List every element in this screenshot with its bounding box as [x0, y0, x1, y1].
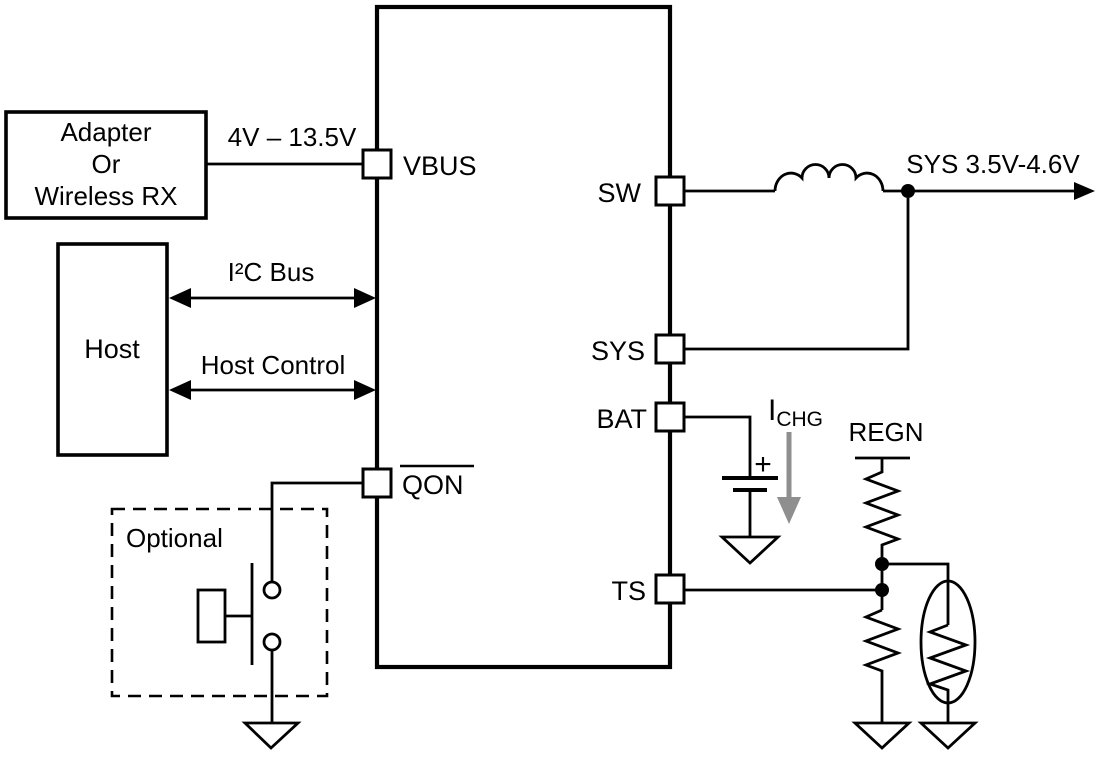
optional-pushbutton-section: Optional: [110, 507, 329, 723]
i2c-bus-connection: I²C Bus: [169, 257, 376, 308]
battery-icon: +: [722, 448, 778, 537]
adapter-label-line1: Adapter: [60, 117, 151, 147]
bat-pin: [654, 401, 686, 433]
arrowhead-right-icon: [354, 288, 376, 308]
sw-pin: [654, 175, 686, 207]
adapter-block: Adapter Or Wireless RX: [4, 110, 208, 220]
thermistor-icon: [919, 579, 977, 723]
ground-icon: [917, 721, 979, 750]
ground-icon: [718, 535, 782, 565]
thermistor-branch-wire: [882, 562, 950, 625]
junction-dot: [901, 184, 915, 198]
battery-plus-label: +: [754, 448, 772, 481]
host-box: [56, 242, 169, 457]
regn-label: REGN: [848, 417, 923, 447]
qon-wire: [270, 481, 363, 582]
ichg-label: ICHG: [768, 394, 823, 431]
arrowhead-left-icon: [169, 288, 191, 308]
qon-pin-label: QON: [402, 470, 464, 500]
sw-pin-label: SW: [598, 178, 642, 208]
regn-pullup-resistor-icon: [855, 456, 910, 610]
sys-pin-label: SYS: [591, 336, 645, 366]
vbus-pin-label: VBUS: [403, 151, 477, 181]
sys-pin: [654, 333, 686, 365]
junction-dot: [875, 557, 889, 571]
sys-feedback-wire: [684, 198, 910, 351]
ts-pulldown-resistor-icon: [862, 608, 902, 723]
inductor-icon: [773, 163, 885, 192]
arrowhead-right-icon: [354, 380, 376, 400]
ts-pin: [654, 573, 686, 605]
qon-pin: [361, 467, 393, 499]
junction-dot: [875, 583, 889, 597]
arrowhead-left-icon: [169, 380, 191, 400]
pushbutton-contact-top: [262, 580, 282, 600]
pushbutton-cap: [196, 588, 227, 644]
optional-label: Optional: [126, 523, 223, 553]
adapter-label-line2: Or: [92, 149, 121, 179]
ts-pin-label: TS: [611, 576, 646, 606]
ground-icon: [851, 721, 913, 750]
host-control-label: Host Control: [201, 350, 346, 380]
optional-dashed-box: [110, 507, 329, 698]
vbus-voltage-range-label: 4V – 13.5V: [228, 122, 357, 152]
ground-icon: [241, 721, 302, 750]
sys-output-label: SYS 3.5V-4.6V: [906, 149, 1080, 179]
adapter-label-line3: Wireless RX: [34, 181, 177, 211]
bat-wire: [684, 415, 752, 477]
host-block: Host: [56, 242, 169, 457]
host-label: Host: [84, 334, 140, 364]
i2c-bus-label: I²C Bus: [228, 257, 315, 287]
charge-current-arrow-icon: [777, 432, 801, 524]
vbus-pin: [361, 148, 393, 180]
adapter-box: [4, 110, 208, 220]
pushbutton-contact-bottom: [262, 632, 282, 652]
arrowhead-right-icon: [1074, 182, 1095, 200]
host-control-connection: Host Control: [169, 350, 376, 400]
bat-pin-label: BAT: [596, 404, 647, 434]
